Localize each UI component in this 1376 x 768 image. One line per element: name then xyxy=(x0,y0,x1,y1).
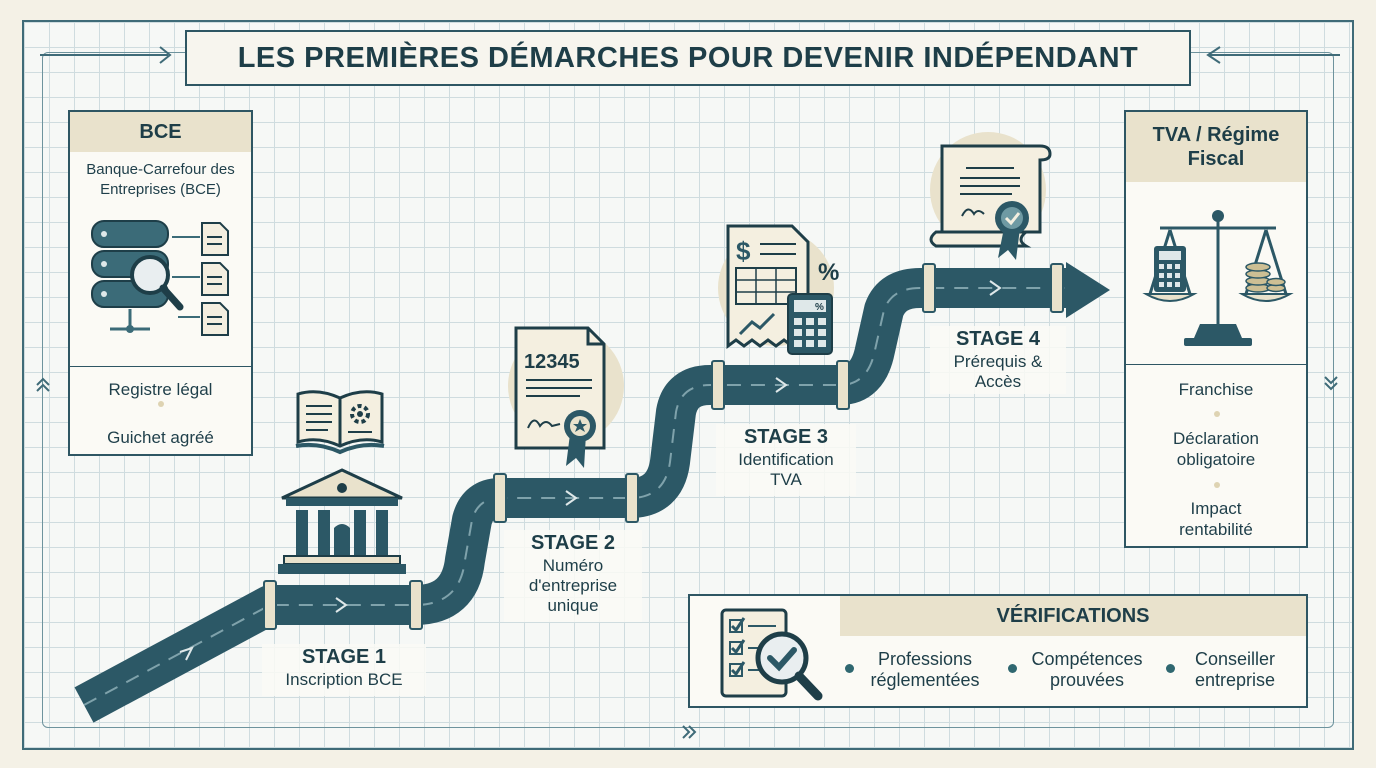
bullet-dot xyxy=(1166,664,1175,673)
double-chevron-right-icon xyxy=(682,725,697,739)
bullet-dot xyxy=(845,664,854,673)
diploma-scroll-icon xyxy=(929,132,1052,260)
arrow-left-icon xyxy=(1206,46,1340,64)
stage-4-desc: Prérequis & Accès xyxy=(953,352,1043,391)
page-title: LES PREMIÈRES DÉMARCHES POUR DEVENIR IND… xyxy=(185,30,1191,86)
bce-panel-header: BCE xyxy=(70,112,251,152)
calc-percent-sign: % xyxy=(815,302,824,313)
verifications-panel: VÉRIFICATIONS Professions réglementées C… xyxy=(688,594,1308,708)
dollar-sign: $ xyxy=(736,236,751,266)
tva-panel: TVA / Régime Fiscal Franchise Déclaratio… xyxy=(1124,110,1308,548)
bce-item-guichet: Guichet agréé xyxy=(107,428,214,447)
double-chevron-up-icon xyxy=(36,377,50,392)
tva-item-impact: Impact rentabilité xyxy=(1179,499,1253,539)
bank-building-icon xyxy=(278,468,406,574)
certificate-seal-icon: 12345 xyxy=(508,326,624,468)
stage-3-desc: Identification TVA xyxy=(738,450,834,489)
certificate-number: 12345 xyxy=(524,351,580,373)
stage-1-title: STAGE 1 xyxy=(301,646,387,668)
checklist-magnifier-icon xyxy=(720,608,823,701)
arrow-right-icon xyxy=(40,46,172,64)
stage-4-label: STAGE 4 Prérequis & Accès xyxy=(930,326,1066,394)
bce-item-registre: Registre légal xyxy=(108,380,213,399)
balance-scale-icon xyxy=(1142,210,1294,346)
stage-3-title: STAGE 3 xyxy=(743,426,829,448)
stage-4-title: STAGE 4 xyxy=(955,328,1041,350)
verification-professions: Professions réglementées xyxy=(870,649,980,690)
stage-1-desc: Inscription BCE xyxy=(285,670,403,689)
invoice-calculator-icon: $ % % xyxy=(718,224,839,355)
bullet-dot xyxy=(1008,664,1017,673)
verification-conseiller: Conseiller entreprise xyxy=(1194,649,1276,690)
tva-item-declaration: Déclaration obligatoire xyxy=(1173,429,1259,469)
stage-2-label: STAGE 2 Numéro d'entreprise unique xyxy=(504,530,642,622)
percent-sign: % xyxy=(818,259,839,286)
verifications-header: VÉRIFICATIONS xyxy=(840,596,1306,636)
double-chevron-down-icon xyxy=(1324,376,1338,391)
stage-2-desc: Numéro d'entreprise unique xyxy=(528,556,618,615)
bce-panel-subtitle: Banque-Carrefour des Entreprises (BCE) xyxy=(86,161,235,198)
stage-1-label: STAGE 1 Inscription BCE xyxy=(262,644,426,696)
verification-competences: Compétences prouvées xyxy=(1031,649,1143,690)
open-book-gear-icon xyxy=(295,390,385,455)
stage-3-label: STAGE 3 Identification TVA xyxy=(716,424,856,496)
stage-2-title: STAGE 2 xyxy=(530,532,616,554)
tva-item-franchise: Franchise xyxy=(1178,380,1254,399)
database-magnifier-icon xyxy=(91,220,229,336)
bce-panel: BCE Banque-Carrefour des Entreprises (BC… xyxy=(68,110,253,456)
tva-panel-header: TVA / Régime Fiscal xyxy=(1126,112,1306,182)
